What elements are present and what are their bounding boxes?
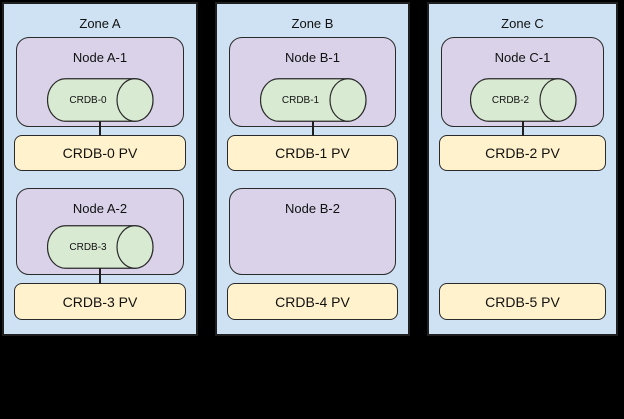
node-a1: Node A-1 CRDB-0 [16, 37, 184, 127]
pv-crdb-0-label: CRDB-0 PV [62, 145, 138, 161]
pv-crdb-2: CRDB-2 PV [439, 135, 606, 171]
zone-a: Zone A Node A-1 CRDB-0 CRDB-0 PV Node A-… [2, 2, 198, 336]
node-c1-label: Node C-1 [494, 50, 551, 65]
pod-crdb-3: CRDB-3 [47, 225, 154, 269]
pod-crdb-0-label: CRDB-0 [69, 94, 107, 106]
pv-crdb-0: CRDB-0 PV [14, 135, 186, 171]
node-b2-label: Node B-2 [285, 201, 340, 216]
database-cylinder-icon [47, 225, 154, 269]
zone-b-label: Zone B [291, 16, 334, 31]
database-cylinder-icon [469, 78, 577, 122]
pod-crdb-3-label: CRDB-3 [69, 241, 107, 253]
connector-line [521, 121, 524, 136]
pod-crdb-1: CRDB-1 [259, 78, 367, 122]
pv-crdb-1-label: CRDB-1 PV [275, 145, 350, 161]
pod-crdb-2: CRDB-2 [469, 78, 577, 122]
database-cylinder-icon [47, 78, 154, 122]
pod-crdb-0: CRDB-0 [47, 78, 154, 122]
connector-line [99, 268, 101, 284]
node-a2-label: Node A-2 [72, 201, 128, 216]
zone-c: Zone C Node C-1 CRDB-2 CRDB-2 PV CRDB-5 … [427, 2, 618, 336]
pv-crdb-4-label: CRDB-4 PV [275, 293, 350, 310]
database-cylinder-icon [259, 78, 367, 122]
node-a1-label: Node A-1 [72, 50, 128, 65]
pv-crdb-3: CRDB-3 PV [14, 283, 186, 320]
connector-line [311, 121, 314, 136]
zone-b: Zone B Node B-1 CRDB-1 CRDB-1 PV Node B-… [215, 2, 410, 336]
pv-crdb-5: CRDB-5 PV [439, 283, 606, 320]
pv-crdb-2-label: CRDB-2 PV [485, 145, 560, 161]
node-b2: Node B-2 [229, 188, 396, 275]
node-b1-label: Node B-1 [285, 50, 340, 65]
node-b1: Node B-1 CRDB-1 [229, 37, 396, 127]
node-c1: Node C-1 CRDB-2 [441, 37, 604, 127]
pv-crdb-4: CRDB-4 PV [227, 283, 398, 320]
pv-crdb-5-label: CRDB-5 PV [485, 293, 560, 310]
zone-c-label: Zone C [501, 16, 544, 31]
pod-crdb-1-label: CRDB-1 [281, 94, 320, 106]
pv-crdb-1: CRDB-1 PV [227, 135, 398, 171]
pod-crdb-2-label: CRDB-2 [491, 94, 530, 106]
zone-a-label: Zone A [79, 16, 121, 31]
connector-line [99, 121, 101, 136]
node-a2: Node A-2 CRDB-3 [16, 188, 184, 275]
pv-crdb-3-label: CRDB-3 PV [62, 293, 138, 310]
